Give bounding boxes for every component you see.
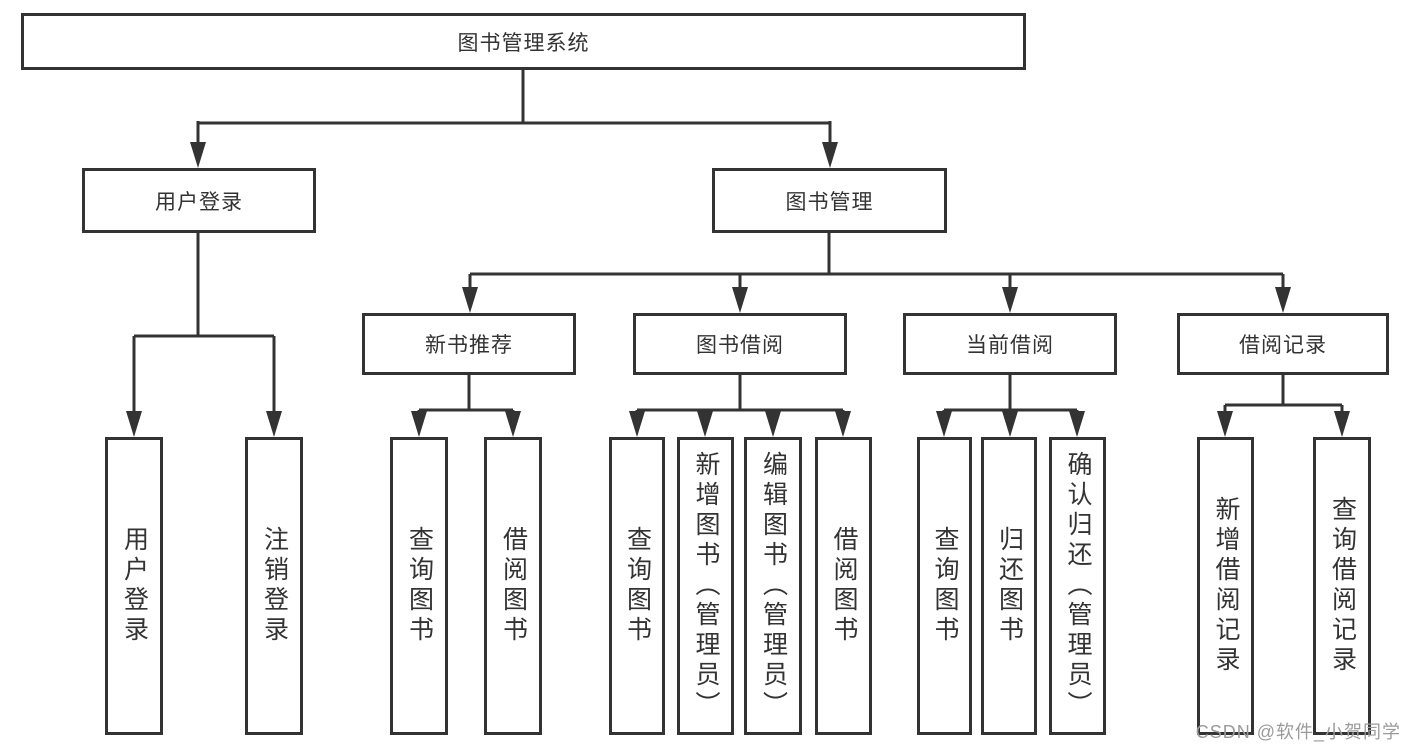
leaf-label: 编辑图书（管理员） [759, 451, 788, 721]
node-label: 图书管理系统 [457, 31, 590, 55]
leaf-label: 查询图书 [405, 526, 434, 646]
leaf-logout: 注销登录 [245, 437, 303, 735]
node-label: 新书推荐 [425, 334, 513, 357]
leaf-query-books-current: 查询图书 [917, 437, 972, 735]
leaf-label: 注销登录 [260, 526, 289, 646]
leaf-add-book-admin: 新增图书（管理员） [677, 437, 734, 735]
leaf-borrow-books: 借阅图书 [815, 437, 872, 735]
node-new-book-recommendation: 新书推荐 [362, 313, 576, 375]
node-label: 借阅记录 [1239, 334, 1327, 357]
leaf-label: 新增借阅记录 [1212, 496, 1240, 676]
leaf-label: 确认归还（管理员） [1064, 451, 1092, 721]
leaf-label: 查询图书 [623, 526, 652, 646]
node-borrowing-records: 借阅记录 [1177, 313, 1389, 375]
leaf-return-book: 归还图书 [981, 437, 1037, 735]
leaf-label: 查询借阅记录 [1328, 496, 1357, 676]
node-book-borrowing: 图书借阅 [633, 313, 847, 375]
leaf-label: 归还图书 [995, 526, 1024, 646]
node-label: 用户登录 [155, 190, 243, 214]
leaf-borrow-books-recommend: 借阅图书 [484, 437, 542, 735]
leaf-label: 借阅图书 [830, 526, 858, 646]
leaf-add-borrow-record: 新增借阅记录 [1197, 437, 1254, 735]
node-current-borrowing: 当前借阅 [903, 313, 1117, 375]
leaf-edit-book-admin: 编辑图书（管理员） [744, 437, 802, 735]
node-user-login: 用户登录 [82, 168, 316, 233]
leaf-query-books-recommend: 查询图书 [390, 437, 448, 735]
watermark-text: CSDN @软件_小贺同学 [1195, 722, 1401, 742]
node-library-management-system: 图书管理系统 [21, 13, 1026, 70]
leaf-label: 借阅图书 [499, 526, 528, 646]
leaf-user-login: 用户登录 [105, 437, 163, 735]
leaf-label: 查询图书 [931, 526, 959, 646]
leaf-confirm-return-admin: 确认归还（管理员） [1049, 437, 1106, 735]
node-label: 图书借阅 [696, 334, 784, 357]
node-label: 图书管理 [785, 190, 874, 214]
leaf-label: 用户登录 [120, 526, 149, 646]
arrowheads [126, 142, 1350, 437]
node-book-management: 图书管理 [712, 168, 947, 233]
node-label: 当前借阅 [966, 334, 1054, 357]
leaf-query-borrow-record: 查询借阅记录 [1313, 437, 1371, 735]
leaf-label: 新增图书（管理员） [692, 451, 720, 721]
leaf-query-books-borrow: 查询图书 [609, 437, 665, 735]
